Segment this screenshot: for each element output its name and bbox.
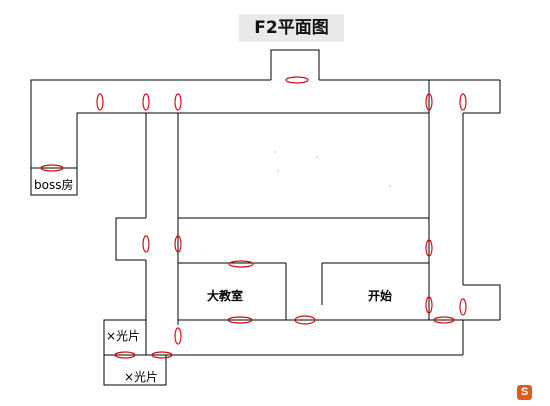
wall-left-stub <box>115 217 146 261</box>
door-top-right-1 <box>425 93 433 111</box>
door-right-lower-1 <box>425 296 433 314</box>
wall-top-right-stub <box>463 80 501 114</box>
speck <box>274 151 276 153</box>
map-title: F2平面图 <box>254 18 329 38</box>
title-background <box>239 14 344 42</box>
door-classroom-top <box>228 260 254 268</box>
wall-right-stub <box>463 284 501 320</box>
label-classroom: 大教室 <box>207 289 244 303</box>
site-logo-icon: S <box>517 385 532 400</box>
wall-top-alcove <box>270 49 320 80</box>
door-top-right-2 <box>459 93 467 111</box>
door-shard-upper <box>114 351 136 359</box>
label-shard-upper: ×光片 <box>106 329 141 343</box>
door-top-alcove <box>285 76 309 84</box>
label-shard-lower: ×光片 <box>124 370 159 384</box>
door-top-left <box>96 93 104 111</box>
door-top-corridor-2 <box>174 93 182 111</box>
door-shard-lower <box>151 351 173 359</box>
door-left-corridor-east <box>174 235 182 253</box>
door-bottom-right <box>433 316 455 324</box>
door-right-middle <box>425 239 433 257</box>
speck <box>277 170 279 172</box>
door-left-bottom <box>174 327 182 345</box>
door-classroom-bottom <box>227 316 253 324</box>
label-start: 开始 <box>368 289 393 303</box>
door-top-corridor-1 <box>142 93 150 111</box>
door-right-lower-2 <box>459 298 467 316</box>
door-start-bottom <box>294 315 316 325</box>
speck <box>389 185 391 187</box>
label-boss-room: boss房 <box>34 178 74 192</box>
wall-boss-outer <box>30 79 100 196</box>
door-boss <box>40 164 64 172</box>
speck <box>316 156 318 158</box>
door-left-stub <box>142 235 150 253</box>
